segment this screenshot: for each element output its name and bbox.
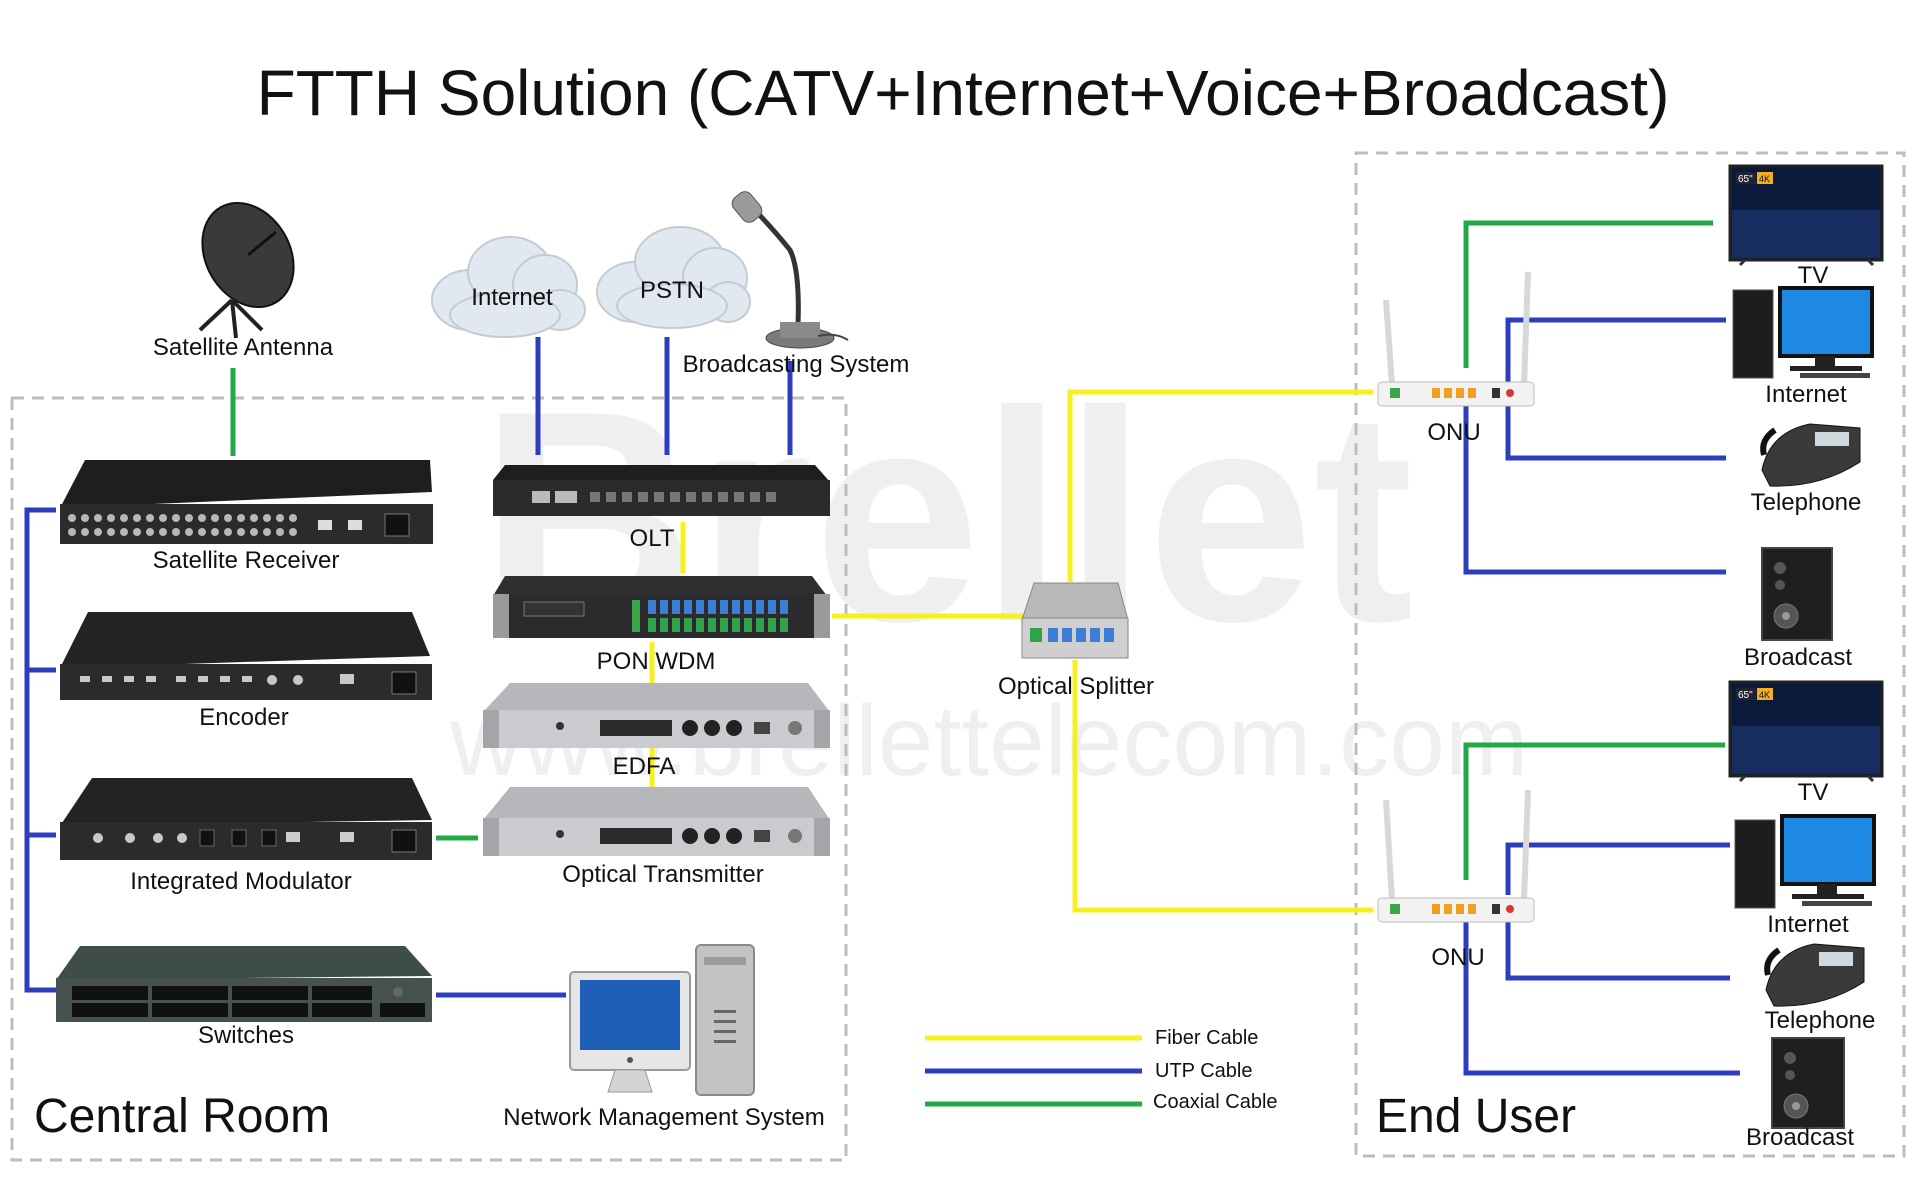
tv-2-label: TV <box>1798 779 1829 806</box>
internet-2-pc <box>1734 814 1876 909</box>
integrated-modulator-device <box>60 778 432 860</box>
coax-cables <box>230 220 1725 880</box>
optical-transmitter-device <box>483 787 830 856</box>
page-title: FTTH Solution (CATV+Internet+Voice+Broad… <box>257 57 1670 129</box>
tv-1-size-badge: 65" <box>1738 174 1753 185</box>
broadcast-2-speaker <box>1771 1037 1845 1129</box>
legend-utp-label: UTP Cable <box>1155 1060 1252 1082</box>
satellite-receiver-label: Satellite Receiver <box>153 547 340 574</box>
telephone-2-device <box>1764 943 1865 1007</box>
telephone-1-device <box>1760 423 1861 487</box>
legend-fiber-label: Fiber Cable <box>1155 1027 1258 1049</box>
pon-wdm-device <box>493 576 830 638</box>
broadcast-1-label: Broadcast <box>1744 644 1852 671</box>
broadcasting-microphone <box>731 191 849 349</box>
legend-coax-label: Coaxial Cable <box>1153 1091 1278 1113</box>
onu-2-device <box>1377 789 1535 923</box>
internet-1-pc <box>1732 286 1874 379</box>
satellite-antenna-label: Satellite Antenna <box>153 334 334 361</box>
internet-2-label: Internet <box>1767 911 1849 938</box>
pon-wdm-label: PON WDM <box>597 648 716 675</box>
edfa-label: EDFA <box>613 753 676 780</box>
satellite-antenna <box>198 201 295 339</box>
utp-cables <box>24 317 1740 1076</box>
broadcasting-system-label: Broadcasting System <box>683 351 910 378</box>
optical-transmitter-label: Optical Transmitter <box>562 861 763 888</box>
satellite-receiver-device <box>60 460 433 544</box>
optical-splitter-device <box>1021 582 1129 659</box>
legend: Fiber Cable UTP Cable Coaxial Cable <box>925 1027 1278 1113</box>
encoder-label: Encoder <box>199 704 288 731</box>
end-user-label: End User <box>1376 1090 1576 1143</box>
internet-cloud <box>431 236 586 338</box>
internet-1-label: Internet <box>1765 381 1847 408</box>
telephone-1-label: Telephone <box>1751 489 1862 516</box>
tv-1-res-badge: 4K <box>1759 174 1770 184</box>
tv-2-size-badge: 65" <box>1738 690 1753 701</box>
broadcast-2-label: Broadcast <box>1746 1124 1854 1151</box>
network-management-system <box>569 944 755 1096</box>
onu-2-label: ONU <box>1431 944 1484 971</box>
tv-1-device: 65" 4K <box>1728 164 1884 267</box>
optical-splitter-label: Optical Splitter <box>998 673 1154 700</box>
olt-label: OLT <box>630 525 675 552</box>
central-room-region <box>10 396 848 1162</box>
edfa-device <box>483 683 830 748</box>
network-management-system-label: Network Management System <box>503 1104 824 1131</box>
speaker-icon <box>1771 1037 1845 1129</box>
central-room-label: Central Room <box>34 1090 330 1143</box>
tv-2-device: 65" 4K <box>1728 680 1884 783</box>
onu-1-label: ONU <box>1427 419 1480 446</box>
fiber-cables <box>649 389 1373 913</box>
pstn-source-label: PSTN <box>640 277 704 304</box>
broadcast-1-speaker <box>1761 547 1833 641</box>
internet-source-label: Internet <box>471 284 553 311</box>
end-user-region <box>1354 151 1906 1158</box>
telephone-2-label: Telephone <box>1765 1007 1876 1034</box>
onu-1-device <box>1377 271 1535 407</box>
tv-1-label: TV <box>1798 262 1829 289</box>
switches-label: Switches <box>198 1022 294 1049</box>
encoder-device <box>60 612 432 700</box>
pstn-cloud <box>596 226 751 329</box>
integrated-modulator-label: Integrated Modulator <box>130 868 351 895</box>
tv-2-res-badge: 4K <box>1759 690 1770 700</box>
olt-device <box>493 465 830 516</box>
speaker-icon <box>1761 547 1833 641</box>
switches-device <box>56 946 432 1022</box>
